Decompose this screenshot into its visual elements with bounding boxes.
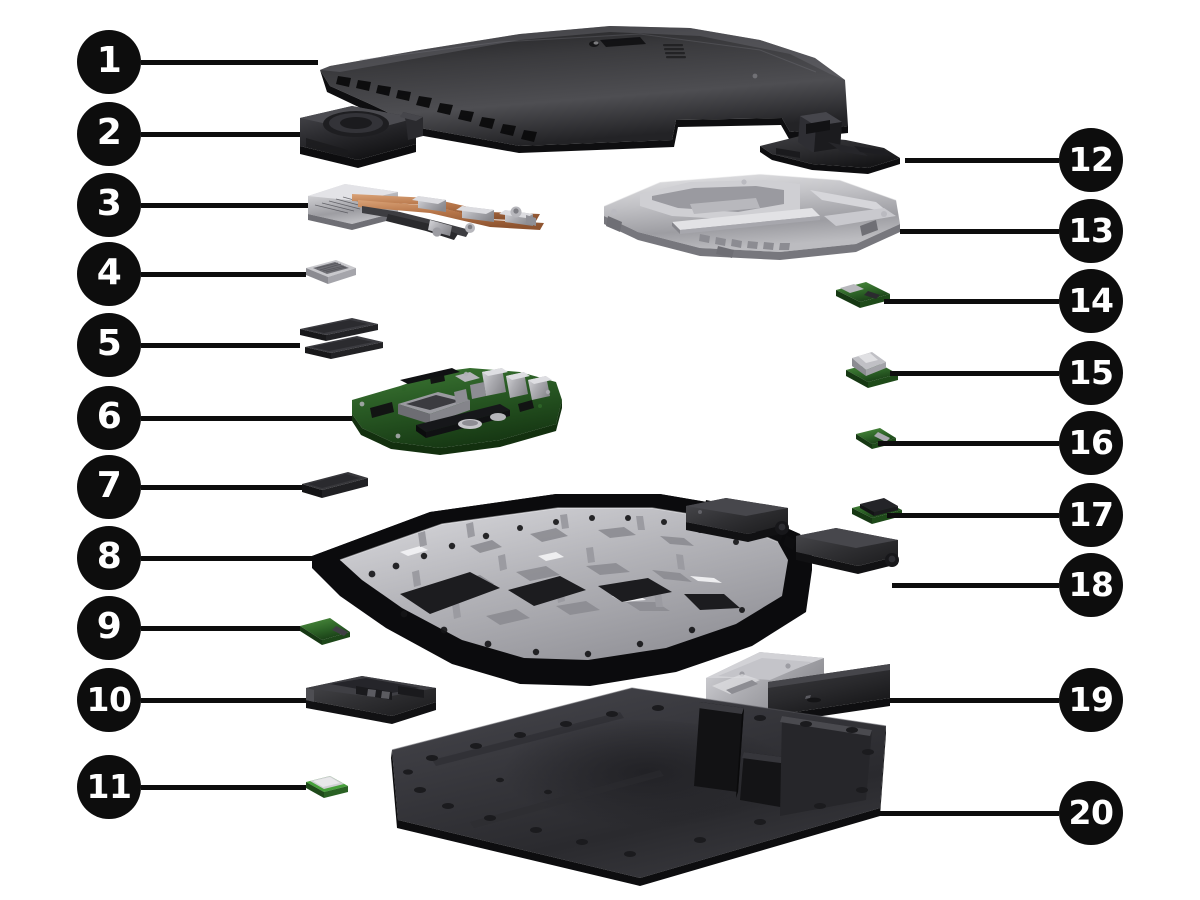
leader-line-17	[887, 513, 1059, 518]
part-cooling-fan	[300, 106, 423, 168]
callout-16-label: 16	[1068, 422, 1114, 462]
part-rear-cover-panel	[391, 687, 887, 886]
callout-7[interactable]: 7	[77, 455, 141, 519]
leader-line-15	[890, 371, 1059, 376]
callout-12-label: 12	[1068, 139, 1114, 179]
callout-9[interactable]: 9	[77, 596, 141, 660]
leader-line-2	[141, 132, 300, 137]
callout-18[interactable]: 18	[1059, 553, 1123, 617]
part-power-button-board	[836, 282, 890, 308]
leader-line-13	[900, 229, 1059, 234]
callout-13[interactable]: 13	[1059, 199, 1123, 263]
callout-11[interactable]: 11	[77, 755, 141, 819]
callout-4-label: 4	[96, 252, 122, 293]
callout-4[interactable]: 4	[77, 242, 141, 306]
leader-line-4	[141, 272, 306, 277]
part-solid-state-drive	[302, 472, 368, 498]
callout-10-label: 10	[86, 679, 132, 719]
callout-15-label: 15	[1068, 352, 1114, 392]
leader-line-14	[884, 299, 1059, 304]
callout-16[interactable]: 16	[1059, 411, 1123, 475]
leader-line-8	[141, 556, 312, 561]
callout-6[interactable]: 6	[77, 386, 141, 450]
leader-line-19	[890, 698, 1059, 703]
part-converter-board	[852, 498, 902, 524]
leader-line-18	[892, 583, 1059, 588]
leader-line-5	[141, 343, 300, 348]
part-metal-shield-plate	[603, 173, 900, 260]
part-memory-modules	[300, 318, 383, 359]
part-chassis-middle-frame	[312, 494, 812, 686]
callout-20-label: 20	[1068, 792, 1114, 832]
callout-8-label: 8	[96, 536, 122, 577]
leader-line-11	[141, 785, 306, 790]
part-small-connector-board	[300, 618, 350, 645]
callout-3-label: 3	[96, 183, 122, 224]
leader-line-20	[880, 811, 1059, 816]
callout-3[interactable]: 3	[77, 173, 141, 237]
callout-6-label: 6	[96, 396, 122, 437]
callout-19-label: 19	[1068, 679, 1114, 719]
callout-19[interactable]: 19	[1059, 668, 1123, 732]
callout-5[interactable]: 5	[77, 313, 141, 377]
part-system-board	[352, 368, 562, 455]
callout-17-label: 17	[1068, 494, 1114, 534]
callout-5-label: 5	[96, 323, 122, 364]
part-speakers	[686, 498, 899, 574]
callout-1[interactable]: 1	[77, 30, 141, 94]
leader-line-7	[141, 485, 302, 490]
leader-line-3	[141, 203, 308, 208]
callout-9-label: 9	[96, 606, 122, 647]
callout-11-label: 11	[86, 766, 132, 806]
callout-15[interactable]: 15	[1059, 341, 1123, 405]
callout-14-label: 14	[1068, 280, 1114, 320]
callout-1-label: 1	[96, 40, 122, 81]
part-stand-mount-bracket	[760, 112, 900, 174]
part-drive-cage-bracket	[306, 676, 436, 724]
callout-7-label: 7	[96, 465, 122, 506]
part-wlan-module	[306, 776, 348, 798]
leader-line-9	[141, 626, 300, 631]
callout-17[interactable]: 17	[1059, 483, 1123, 547]
callout-12[interactable]: 12	[1059, 128, 1123, 192]
part-processor	[306, 260, 356, 284]
callout-20[interactable]: 20	[1059, 781, 1123, 845]
leader-line-10	[141, 698, 306, 703]
leader-line-16	[878, 441, 1059, 446]
callout-10[interactable]: 10	[77, 668, 141, 732]
callout-14[interactable]: 14	[1059, 269, 1123, 333]
callout-2-label: 2	[96, 112, 122, 153]
part-small-daughter-board	[856, 428, 896, 449]
part-heat-sink-assembly	[308, 184, 544, 240]
callout-8[interactable]: 8	[77, 526, 141, 590]
part-connector-board	[846, 352, 898, 388]
leader-line-1	[141, 60, 318, 65]
callout-2[interactable]: 2	[77, 102, 141, 166]
callout-13-label: 13	[1068, 210, 1114, 250]
leader-line-12	[905, 158, 1059, 163]
part-display-back-cover	[320, 26, 848, 153]
part-optical-disc-drive	[706, 652, 890, 724]
callout-18-label: 18	[1068, 564, 1114, 604]
leader-line-6	[141, 416, 352, 421]
